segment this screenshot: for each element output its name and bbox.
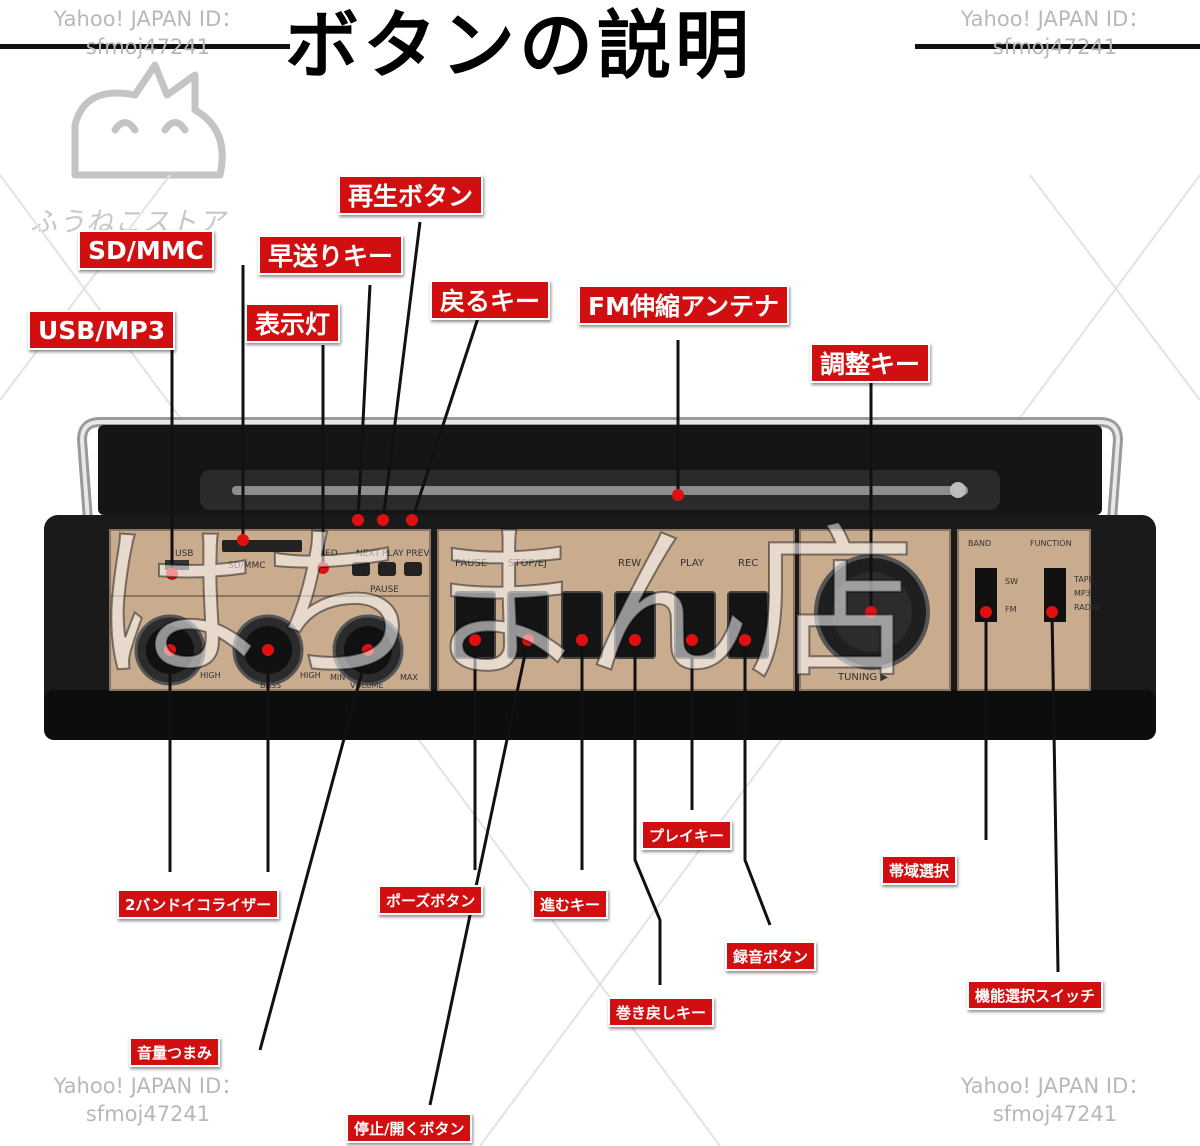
label-pause-button: ポーズボタン xyxy=(378,885,484,915)
label-sd-mmc: SD/MMC xyxy=(78,230,214,270)
stop-eject-key[interactable] xyxy=(507,591,549,659)
max-text: MAX xyxy=(400,673,418,682)
function-text: FUNCTION xyxy=(1030,539,1072,548)
label-stop-open: 停止/開くボタン xyxy=(346,1113,473,1143)
callout-dots xyxy=(164,489,1058,656)
watermark-id: sfmoj47241 xyxy=(992,35,1118,59)
page-title: ボタンの説明 xyxy=(285,3,753,89)
band-text: BAND xyxy=(968,539,991,548)
tape-text: TAPE xyxy=(1073,575,1094,584)
title-rule-left xyxy=(0,44,290,49)
tuning-text: TUNING ▶ xyxy=(837,672,888,683)
usb-port-icon xyxy=(165,560,189,570)
shop-overlay-watermark: はちまん店 xyxy=(91,506,917,704)
high-text: HIGH xyxy=(200,671,221,680)
watermark-label: Yahoo! JAPAN ID： xyxy=(53,1074,243,1098)
label-adjust: 調整キー xyxy=(810,343,931,383)
high-text-2: HIGH xyxy=(300,671,321,680)
carry-handle-shine xyxy=(79,420,1121,521)
label-play-button: 再生ボタン xyxy=(338,175,484,215)
bass-text: BASS xyxy=(260,681,281,690)
sd-text: SD/MMC xyxy=(228,561,266,571)
usb-text: USB xyxy=(175,549,193,559)
watermark-top-right: Yahoo! JAPAN ID： sfmoj47241 xyxy=(925,5,1185,61)
watermark-id: sfmoj47241 xyxy=(85,35,211,59)
watermark-id: sfmoj47241 xyxy=(992,1102,1118,1126)
led-text: LED xyxy=(320,549,338,559)
cat-logo-icon xyxy=(71,61,226,179)
body-base xyxy=(44,690,1156,740)
label-rewind-key: 巻き戻しキー xyxy=(608,997,715,1027)
volume-text: VOLUME xyxy=(350,681,384,690)
fm-text: FM xyxy=(1005,605,1017,614)
label-equalizer: 2バンドイコライザー xyxy=(117,889,280,919)
label-back: 戻るキー xyxy=(430,280,551,320)
antenna-tip-icon xyxy=(950,482,966,498)
label-function-switch: 機能選択スイッチ xyxy=(967,980,1104,1010)
label-play-key: プレイキー xyxy=(641,820,733,850)
label-usb-mp3: USB/MP3 xyxy=(28,310,176,350)
label-band-select: 帯域選択 xyxy=(881,855,958,885)
pause-small-text: PAUSE xyxy=(370,585,399,595)
pause-key-text: PAUSE xyxy=(455,558,487,569)
watermark-bottom-right: Yahoo! JAPAN ID： sfmoj47241 xyxy=(925,1072,1185,1128)
title-bar: ボタンの説明 xyxy=(0,0,1200,92)
watermark-top-left: Yahoo! JAPAN ID： sfmoj47241 xyxy=(18,5,278,61)
mp3-text: MP3 xyxy=(1074,589,1091,598)
radio-text: RADIO xyxy=(1074,603,1100,612)
label-record-button: 録音ボタン xyxy=(725,941,817,971)
label-fm-antenna: FM伸縮アンテナ xyxy=(578,285,789,325)
watermark-label: Yahoo! JAPAN ID： xyxy=(960,7,1150,31)
antenna-rod xyxy=(232,486,968,495)
play-key-text: PLAY xyxy=(680,558,705,569)
stop-key-text: STOP/EJ xyxy=(508,558,547,569)
title-rule-right xyxy=(915,44,1200,49)
rew-key-text: REW xyxy=(618,558,641,569)
prev-text: PREV xyxy=(406,549,430,559)
watermark-id: sfmoj47241 xyxy=(85,1102,211,1126)
record-key[interactable] xyxy=(727,591,769,659)
min-text: MIN xyxy=(330,673,345,682)
play-text: PLAY xyxy=(382,549,404,559)
play-key[interactable] xyxy=(674,591,716,659)
label-indicator: 表示灯 xyxy=(245,303,341,343)
treble-text: TREBLE xyxy=(149,673,181,682)
rec-key-text: REC xyxy=(738,558,758,569)
next-text: NEXT xyxy=(356,549,380,559)
band-switch[interactable] xyxy=(975,568,997,622)
label-fast-forward: 早送りキー xyxy=(258,235,404,275)
watermark-bottom-left: Yahoo! JAPAN ID： sfmoj47241 xyxy=(18,1072,278,1128)
label-volume-knob: 音量つまみ xyxy=(129,1037,221,1067)
leader-lines xyxy=(168,221,1060,1106)
sw-text: SW xyxy=(1005,577,1018,586)
label-forward-key: 進むキー xyxy=(532,889,609,919)
watermark-label: Yahoo! JAPAN ID： xyxy=(53,7,243,31)
watermark-label: Yahoo! JAPAN ID： xyxy=(960,1074,1150,1098)
